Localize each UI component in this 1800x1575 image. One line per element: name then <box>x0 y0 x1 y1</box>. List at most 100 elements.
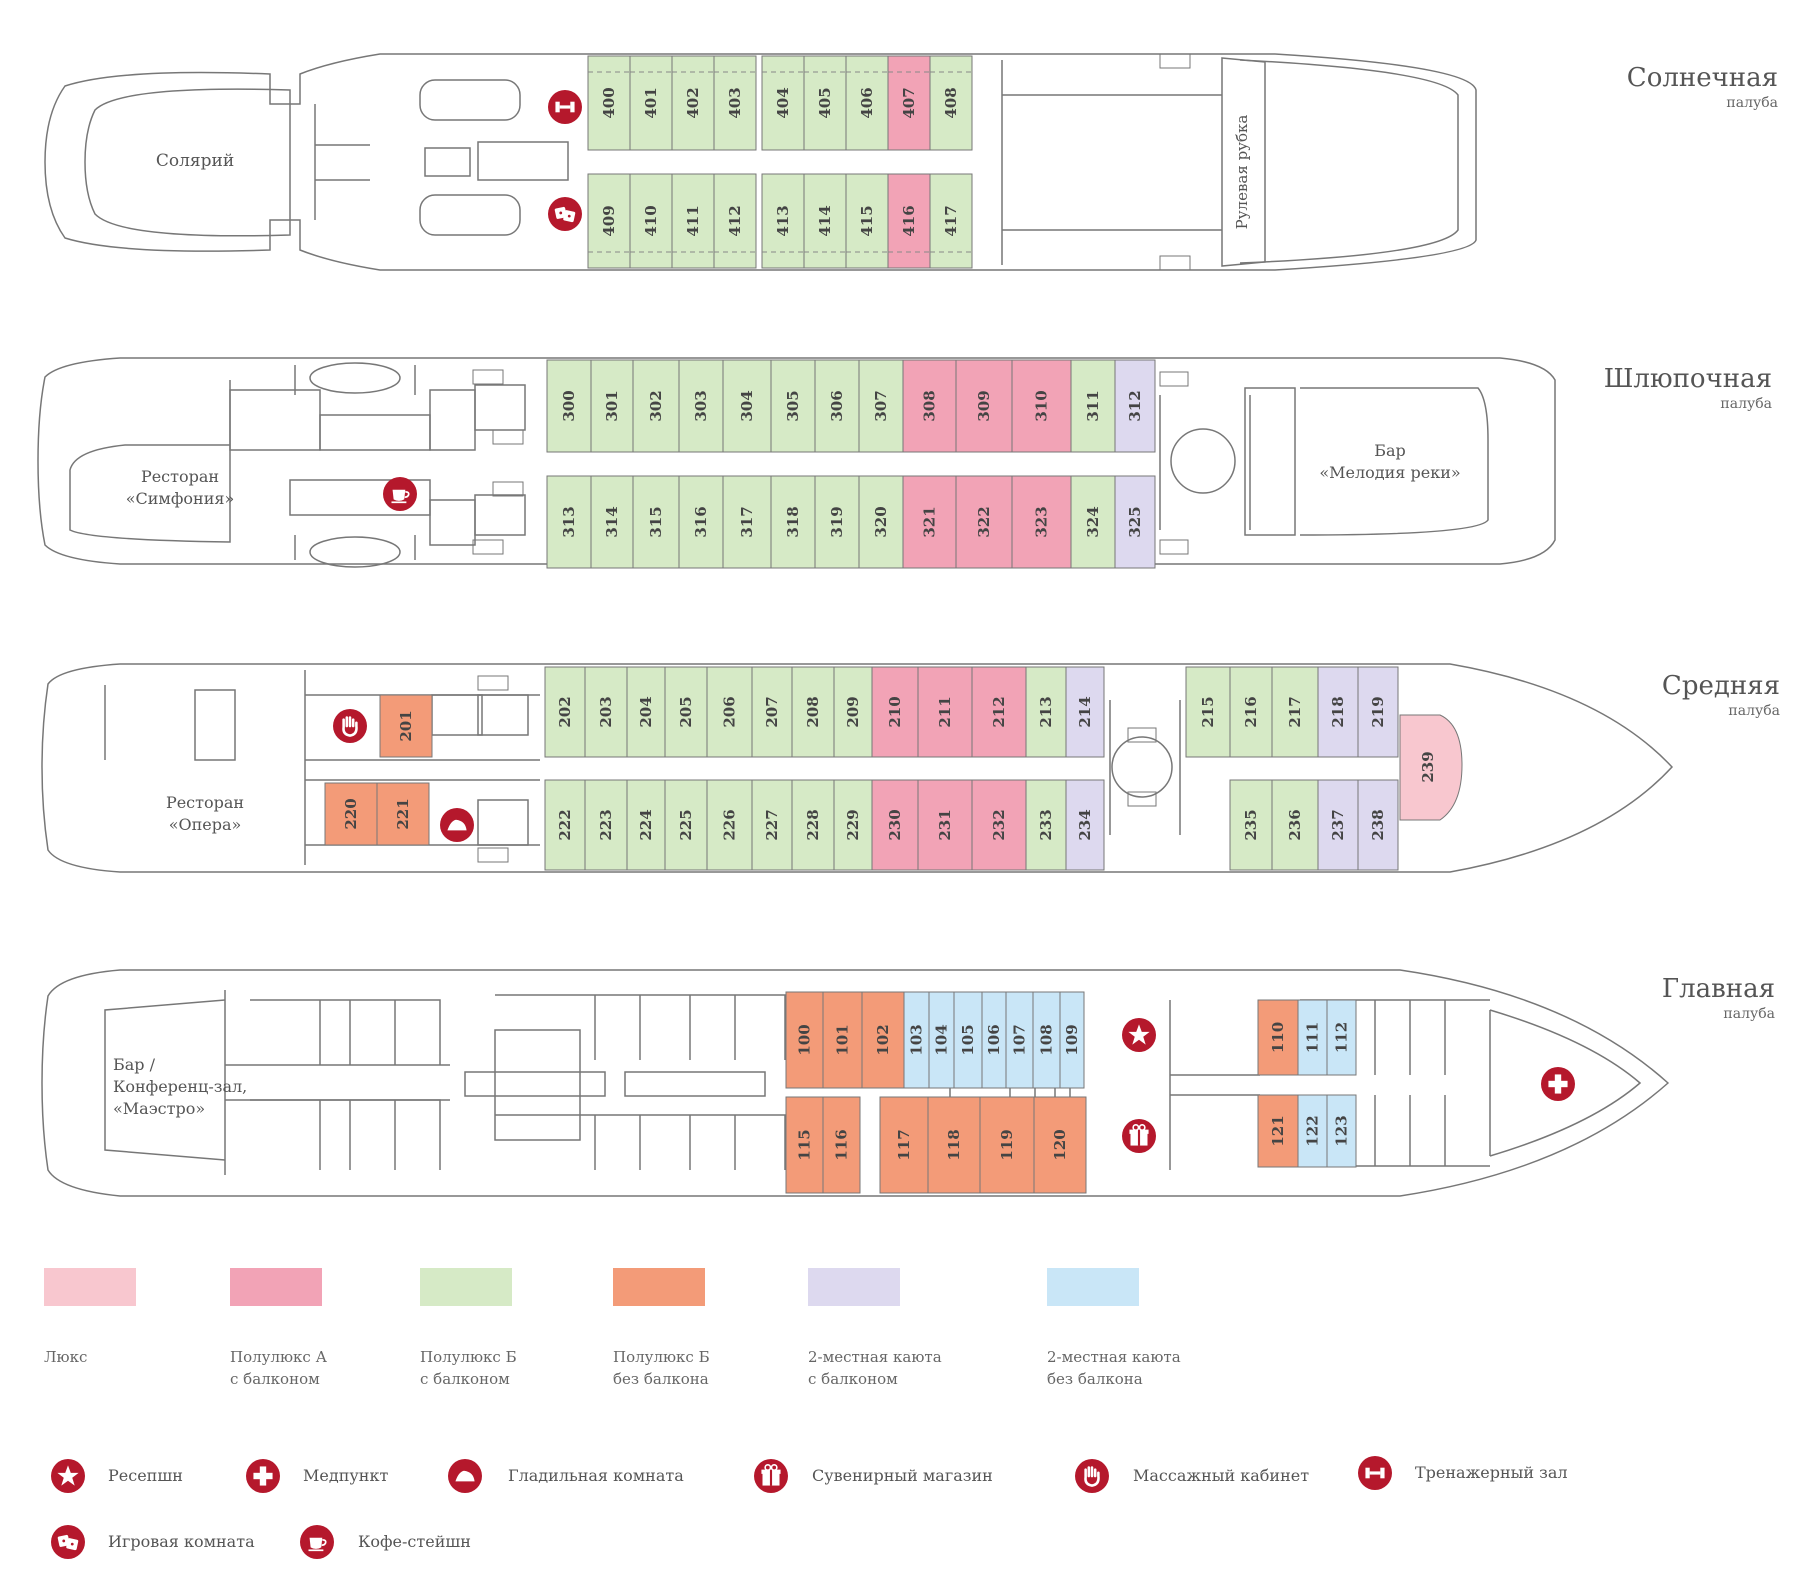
cabin-404[interactable] <box>761 55 805 151</box>
cabin-219[interactable] <box>1357 666 1399 758</box>
icon-label-reception: Ресепшн <box>108 1466 183 1485</box>
cabin-117[interactable] <box>879 1096 929 1194</box>
cabin-number: 109 <box>1063 1024 1081 1055</box>
cabin-230[interactable] <box>871 779 919 871</box>
cabin-123[interactable] <box>1326 1094 1357 1168</box>
cabin-239[interactable] <box>1399 714 1463 821</box>
cabin-223[interactable] <box>584 779 628 871</box>
cabin-225[interactable] <box>664 779 708 871</box>
cabin-308[interactable] <box>902 359 957 453</box>
cabin-212[interactable] <box>971 666 1027 758</box>
cabin-311[interactable] <box>1070 359 1116 453</box>
cabin-210[interactable] <box>871 666 919 758</box>
cabin-237[interactable] <box>1317 779 1359 871</box>
cabin-112[interactable] <box>1326 999 1357 1076</box>
middle-deck <box>41 663 1674 873</box>
maestro-label-3: «Маэстро» <box>113 1099 205 1118</box>
cabin-221[interactable] <box>376 782 430 846</box>
cabin-115[interactable] <box>785 1096 824 1194</box>
dice-icon <box>51 1525 85 1559</box>
cabin-217[interactable] <box>1271 666 1319 758</box>
cabin-216[interactable] <box>1229 666 1273 758</box>
cabin-316[interactable] <box>678 475 724 569</box>
cabin-220[interactable] <box>324 782 378 846</box>
cabin-number: 105 <box>959 1024 977 1055</box>
deck-sub-middle: палуба <box>1728 703 1780 719</box>
cabin-218[interactable] <box>1317 666 1359 758</box>
cabin-307[interactable] <box>858 359 904 453</box>
cabin-236[interactable] <box>1271 779 1319 871</box>
cabin-323[interactable] <box>1011 475 1072 569</box>
medical-cross-icon <box>1541 1067 1575 1101</box>
dice-icon <box>548 197 582 231</box>
cabin-213[interactable] <box>1025 666 1067 758</box>
cabin-234[interactable] <box>1065 779 1105 871</box>
cabin-215[interactable] <box>1185 666 1231 758</box>
cabin-102[interactable] <box>861 991 905 1089</box>
cabin-325[interactable] <box>1114 475 1156 569</box>
cabin-300[interactable] <box>546 359 592 453</box>
cabin-110[interactable] <box>1257 999 1299 1076</box>
cabin-202[interactable] <box>544 666 586 758</box>
cabin-number: 305 <box>784 390 802 421</box>
cabin-224[interactable] <box>626 779 666 871</box>
cabin-238[interactable] <box>1357 779 1399 871</box>
cabin-number: 314 <box>603 506 621 537</box>
cabin-320[interactable] <box>858 475 904 569</box>
cabin-228[interactable] <box>791 779 835 871</box>
cabin-118[interactable] <box>927 1096 981 1194</box>
cabin-122[interactable] <box>1297 1094 1328 1168</box>
cabin-309[interactable] <box>955 359 1013 453</box>
cabin-119[interactable] <box>979 1096 1035 1194</box>
cabin-315[interactable] <box>632 475 680 569</box>
cabin-306[interactable] <box>814 359 860 453</box>
hand-icon <box>333 709 367 743</box>
cabin-301[interactable] <box>590 359 634 453</box>
cabin-231[interactable] <box>917 779 973 871</box>
cabin-317[interactable] <box>722 475 772 569</box>
cabin-101[interactable] <box>822 991 863 1089</box>
cabin-207[interactable] <box>751 666 793 758</box>
cabin-211[interactable] <box>917 666 973 758</box>
cabin-235[interactable] <box>1229 779 1273 871</box>
cabin-111[interactable] <box>1297 999 1328 1076</box>
cabin-203[interactable] <box>584 666 628 758</box>
cabin-303[interactable] <box>678 359 724 453</box>
cabin-107[interactable] <box>1005 991 1034 1089</box>
cabin-310[interactable] <box>1011 359 1072 453</box>
cabin-103[interactable] <box>903 991 930 1089</box>
cabin-number: 112 <box>1333 1022 1351 1053</box>
cabin-number: 411 <box>684 205 702 236</box>
cabin-206[interactable] <box>706 666 753 758</box>
cabin-201[interactable] <box>379 694 433 758</box>
cabin-312[interactable] <box>1114 359 1156 453</box>
cabin-305[interactable] <box>770 359 816 453</box>
cabin-number: 313 <box>560 506 578 537</box>
cabin-number: 409 <box>600 205 618 236</box>
cabin-121[interactable] <box>1257 1094 1299 1168</box>
cabin-205[interactable] <box>664 666 708 758</box>
cabin-105[interactable] <box>953 991 983 1089</box>
cabin-116[interactable] <box>822 1096 861 1194</box>
cabin-229[interactable] <box>833 779 873 871</box>
cabin-232[interactable] <box>971 779 1027 871</box>
cabin-319[interactable] <box>814 475 860 569</box>
cabin-227[interactable] <box>751 779 793 871</box>
cabin-318[interactable] <box>770 475 816 569</box>
cabin-226[interactable] <box>706 779 753 871</box>
icon-label-massage: Массажный кабинет <box>1133 1466 1310 1485</box>
cabin-104[interactable] <box>928 991 955 1089</box>
cabin-304[interactable] <box>722 359 772 453</box>
dumbbell-icon <box>548 90 582 124</box>
cabin-233[interactable] <box>1025 779 1067 871</box>
cabin-number: 318 <box>784 506 802 537</box>
cabin-106[interactable] <box>981 991 1007 1089</box>
cabin-324[interactable] <box>1070 475 1116 569</box>
cabin-120[interactable] <box>1033 1096 1087 1194</box>
cabin-214[interactable] <box>1065 666 1105 758</box>
cabin-208[interactable] <box>791 666 835 758</box>
cabin-109[interactable] <box>1059 991 1085 1089</box>
cabin-321[interactable] <box>902 475 957 569</box>
cabin-313[interactable] <box>546 475 592 569</box>
cabin-222[interactable] <box>544 779 586 871</box>
